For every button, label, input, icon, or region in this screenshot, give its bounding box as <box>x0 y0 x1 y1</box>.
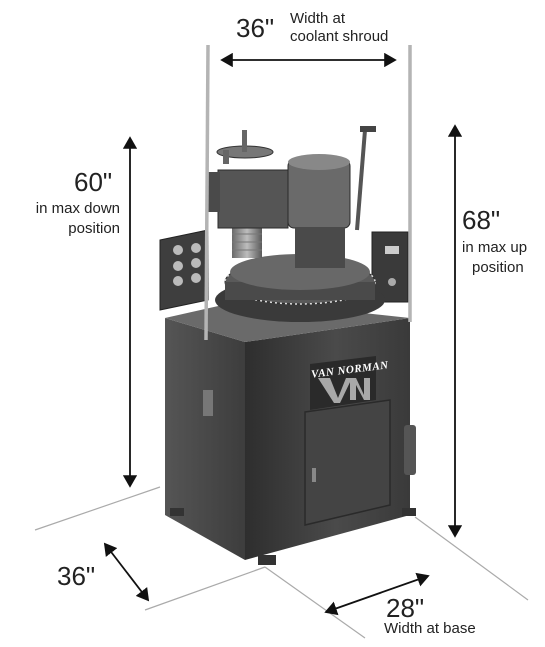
dimension-arrows <box>103 52 463 616</box>
height-up-caption-1: in max up <box>462 239 528 256</box>
width-top-caption-2: coolant shroud <box>290 28 389 45</box>
width-base-value: 28" <box>386 593 425 623</box>
height-down-value: 60" <box>74 167 113 197</box>
floor-guide-lines <box>34 486 529 639</box>
cabinet <box>165 300 416 565</box>
height-down-caption-1: in max down <box>35 200 120 217</box>
control-panel <box>159 229 209 311</box>
width-base-caption: Width at base <box>384 620 476 637</box>
coolant-shroud-rods <box>204 44 412 341</box>
depth-base-arrow <box>103 542 150 602</box>
height-down-caption-2: position <box>68 220 120 237</box>
height-up-caption-2: position <box>472 259 524 276</box>
motor-head <box>206 126 376 268</box>
right-control-box <box>371 231 409 303</box>
width-base-arrow <box>324 572 430 616</box>
width-top-value: 36" <box>236 13 275 43</box>
depth-base-value: 36" <box>57 561 96 591</box>
rotary-table <box>215 254 385 322</box>
width-top-caption-1: Width at <box>290 10 346 27</box>
height-up-value: 68" <box>462 205 501 235</box>
